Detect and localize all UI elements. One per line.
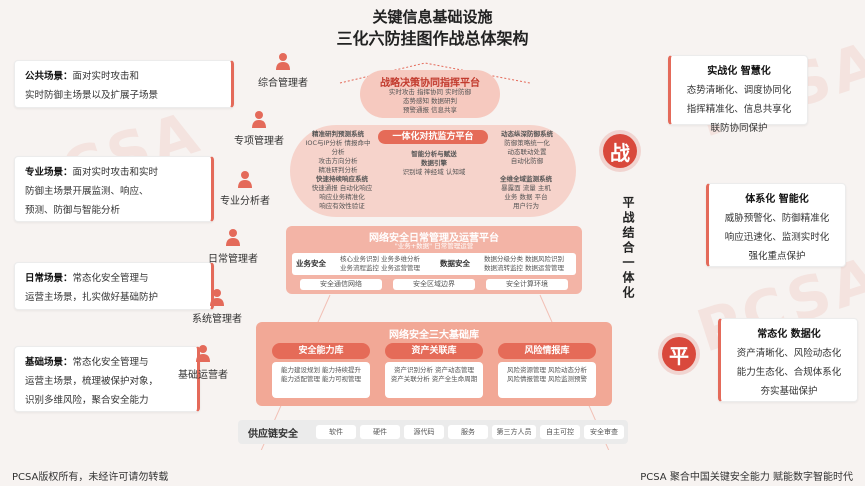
scene-card-basic: 基础场景：常态化安全管理与 运营主场景，梳理被保护对象， 识别多维风险，聚合安全… xyxy=(14,346,200,412)
db-items: 能力建设规划 能力持续提升 能力适配管理 能力可视管理 xyxy=(280,366,362,383)
tier2-left-block: 精准研判预测系统 IOC与IP分析 情报命中分析 攻击方向分析精准研判分析 xyxy=(305,130,371,174)
scene-card-public: 公共场景：面对实时攻击和 实时防御主场景以及扩展子场景 xyxy=(14,60,234,108)
tier3-section-data: 数据安全 xyxy=(440,259,470,268)
tier1-title: 战略决策协同指挥平台 xyxy=(380,78,480,89)
tier3-content-panel xyxy=(292,253,576,275)
tier2-title: 一体化对抗监方平台 xyxy=(378,130,488,144)
db-panel xyxy=(272,362,370,398)
tier3-subtitle: "业务+数据" 日常管理运营 xyxy=(394,242,474,250)
feature-card-system: 体系化 智能化 威胁预警化、防御精准化 响应迅速化、监测实时化 强化重点保护 xyxy=(706,183,846,267)
footer-copyright: PCSA版权所有，未经许可请勿转载 xyxy=(12,472,169,483)
supply-chain-item: 自主可控 xyxy=(540,425,580,439)
supply-chain-item: 软件 xyxy=(316,425,356,439)
tier3-business-items: 核心业务识别 业务多维分析 业务流程监控 业务运营管理 xyxy=(339,255,421,272)
role-item: 日常管理者 xyxy=(208,228,258,265)
db-items: 资产识别分析 资产动态管理 资产关联分析 资产全生命周期 xyxy=(390,366,478,383)
role-item: 专项管理者 xyxy=(234,110,284,147)
tier3-pill: 安全计算环境 xyxy=(486,279,568,290)
supply-chain-item: 源代码 xyxy=(404,425,444,439)
tier2-center-block: 智能分析与赋送 数据引擎 识别域 神经域 认知域 xyxy=(402,150,466,176)
tier4-title: 网络安全三大基础库 xyxy=(389,330,479,341)
db-title: 安全能力库 xyxy=(272,343,370,359)
tier3-title: 网络安全日常管理及运营平台 xyxy=(369,233,499,244)
tier1-slab xyxy=(360,70,500,118)
supply-chain-label: 供应链安全 xyxy=(248,429,298,440)
war-peace-integration-text: 平战结合一体化 xyxy=(621,196,635,301)
person-icon xyxy=(196,345,210,362)
tier3-data-items: 数据分级分类 数据风险识别 数据流转监控 数据运营管理 xyxy=(483,255,565,272)
tier2-bottom-right-block: 全维全域监测系统 暴露面 流量 主机 业务 数据 平台 用户行为 xyxy=(500,175,552,210)
tier2-right-block: 动态纵深防御系统 防御策略统一化 动态联动处置自动化防御 xyxy=(501,130,553,165)
supply-chain-item: 第三方人员 xyxy=(492,425,536,439)
scene-card-professional: 专业场景：面对实时攻击和实时 防御主场景开展监测、响应、 预测、防御与智能分析 xyxy=(14,156,214,222)
person-icon xyxy=(252,111,266,128)
page-title-line2: 三化六防挂图作战总体架构 xyxy=(336,29,529,48)
supply-chain-item: 服务 xyxy=(448,425,488,439)
supply-chain-item: 安全审查 xyxy=(584,425,624,439)
tier3-pill: 安全区域边界 xyxy=(393,279,475,290)
db-title: 风险情报库 xyxy=(498,343,596,359)
tier2-bottom-left-block: 快速持续响应系统 快速通报 自动化响应 响应业务精准化响应有效性验证 xyxy=(311,175,373,210)
page-title-line1: 关键信息基础设施 xyxy=(372,8,493,26)
role-item: 专业分析者 xyxy=(220,170,270,207)
peace-badge: 平 xyxy=(662,337,696,371)
feature-card-normal: 常态化 数据化 资产清晰化、风险动态化 能力生态化、合规体系化 夯实基础保护 xyxy=(718,318,858,402)
footer-slogan: PCSA 聚合中国关键安全能力 赋能数字智能时代 xyxy=(640,472,853,483)
person-icon xyxy=(226,229,240,246)
db-title: 资产关联库 xyxy=(385,343,483,359)
person-icon xyxy=(210,289,224,306)
supply-chain-item: 硬件 xyxy=(360,425,400,439)
role-item: 综合管理者 xyxy=(258,52,308,89)
person-icon xyxy=(276,53,290,70)
feature-card-combat: 实战化 智慧化 态势清晰化、调度协同化 指挥精准化、信息共享化 联防协同保护 xyxy=(668,55,808,134)
person-icon xyxy=(238,171,252,188)
tier1-items: 实时攻击 指挥协同 实时防御 态势感知 数据研判 预警通报 信息共享 xyxy=(388,88,472,114)
scene-card-daily: 日常场景：常态化安全管理与 运营主场景，扎实做好基础防护 xyxy=(14,262,214,310)
db-panel xyxy=(385,362,483,398)
role-item: 系统管理者 xyxy=(192,288,242,325)
war-badge: 战 xyxy=(603,134,637,168)
tier3-section-business: 业务安全 xyxy=(296,259,326,268)
role-item: 基础运营者 xyxy=(178,344,228,381)
db-panel xyxy=(498,362,596,398)
db-items: 风险资源管理 风险动态分析 风险情报管理 风险监测预警 xyxy=(506,366,588,383)
tier3-pill: 安全通信网络 xyxy=(300,279,382,290)
